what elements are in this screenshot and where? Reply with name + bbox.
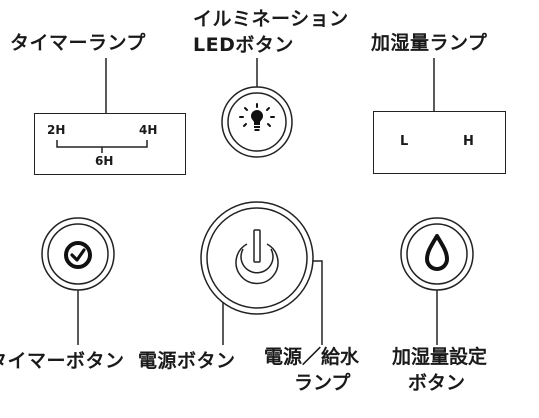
lightbulb-icon [239,103,275,131]
humidify-lamp-panel: L H [373,111,506,174]
power-icon [235,229,279,285]
illumination-led-label-line1: イルミネーション [193,8,349,30]
timer-button-label: タイマーボタン [0,350,125,372]
humidify-setting-label-line2: ボタン [408,372,466,394]
humidify-setting-label-line1: 加湿量設定 [392,346,488,368]
power-water-lamp-label-line1: 電源／給水 [264,346,360,368]
humidify-setting-button[interactable] [400,217,474,291]
power-button-label: 電源ボタン [138,350,236,372]
humidify-low-indicator: L [400,134,409,149]
clock-icon [64,241,92,269]
humidify-lamp-label: 加湿量ランプ [371,32,488,54]
timer-button[interactable] [41,217,115,291]
power-water-lamp-label-line2: ランプ [294,372,351,394]
timer-lamp-label: タイマーランプ [10,32,146,54]
timer-6h-indicator: 6H [95,154,114,168]
timer-lamp-panel: 2H 4H 6H [34,113,186,175]
timer-panel-bracket [56,140,148,148]
timer-2h-indicator: 2H [47,123,66,137]
illumination-led-label-line2: LEDボタン [193,34,294,56]
water-drop-icon [425,234,449,271]
timer-4h-indicator: 4H [139,123,158,137]
humidify-high-indicator: H [463,134,474,149]
